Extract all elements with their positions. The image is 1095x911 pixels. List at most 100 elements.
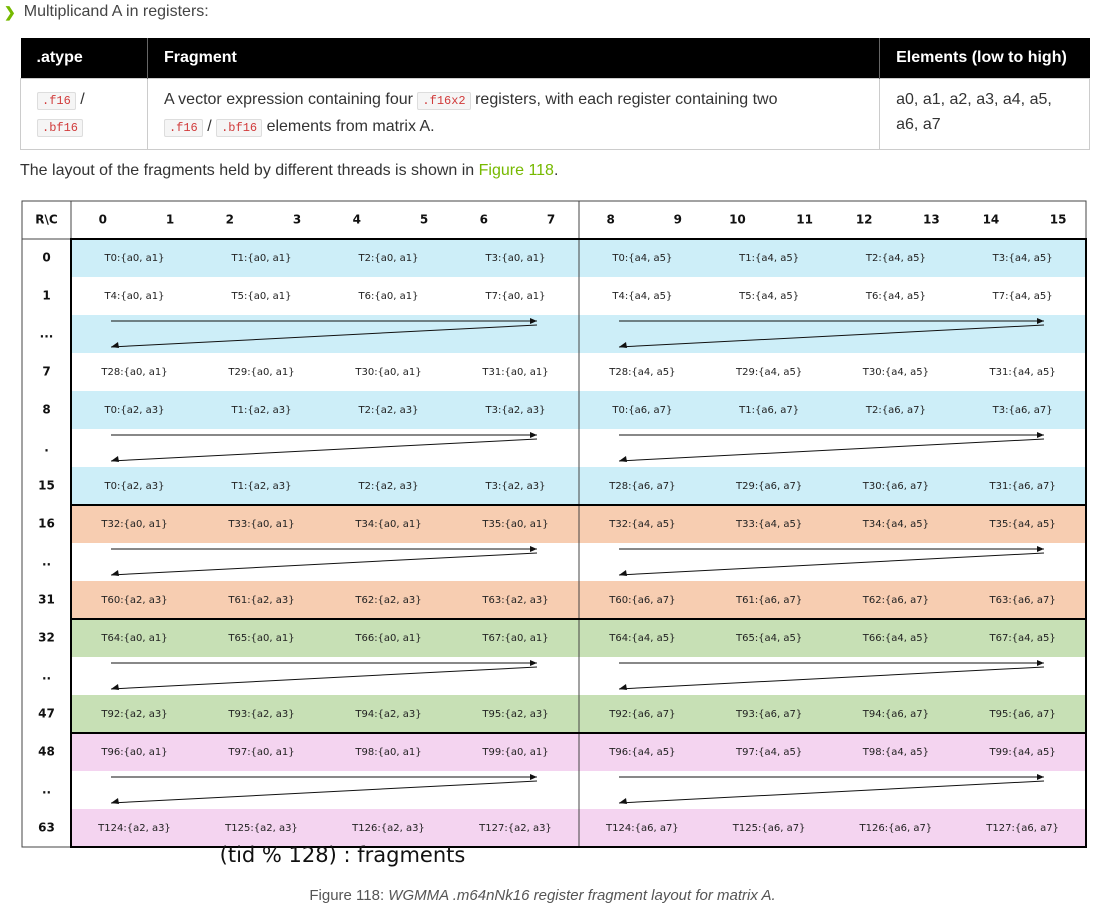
fragment-cell: T124:{a6, a7} <box>605 823 679 834</box>
fragment-cell: T29:{a0, a1} <box>227 367 294 378</box>
fragment-cell: T99:{a4, a5} <box>988 747 1055 758</box>
row-label: 15 <box>38 479 55 493</box>
arrow-head <box>111 798 119 804</box>
column-label: 12 <box>856 213 873 227</box>
row-label: 48 <box>38 745 55 759</box>
row-label: 8 <box>42 403 50 417</box>
separator: / <box>80 91 85 108</box>
column-label: 2 <box>226 213 234 227</box>
arrow-head <box>530 774 537 780</box>
fragment-cell: T28:{a6, a7} <box>608 481 675 492</box>
fragment-cell: T5:{a0, a1} <box>231 291 292 302</box>
column-label: 8 <box>607 213 615 227</box>
intro-line[interactable]: ❯ Multiplicand A in registers: <box>4 3 209 21</box>
row-label: .. <box>42 555 51 569</box>
separator: / <box>207 118 212 135</box>
fragment-cell: T93:{a2, a3} <box>227 709 294 720</box>
fragment-cell: T2:{a2, a3} <box>358 481 419 492</box>
fragment-cell: T33:{a0, a1} <box>227 519 294 530</box>
code-f16: .f16 <box>37 92 76 110</box>
fragment-cell: T35:{a0, a1} <box>481 519 548 530</box>
figure-caption-prefix: Figure 118: <box>309 887 385 904</box>
code-f16x2: .f16x2 <box>417 92 471 110</box>
row-label: 63 <box>38 821 55 835</box>
fragment-cell: T33:{a4, a5} <box>735 519 802 530</box>
column-label: 4 <box>353 213 361 227</box>
column-label: 14 <box>983 213 1000 227</box>
fragment-cell: T1:{a2, a3} <box>231 405 292 416</box>
fragment-cell: T61:{a2, a3} <box>227 595 294 606</box>
arrow-head <box>1037 774 1044 780</box>
arrow-head <box>1037 660 1044 666</box>
fragment-cell: T96:{a0, a1} <box>100 747 167 758</box>
fragment-cell: T94:{a2, a3} <box>354 709 421 720</box>
header-atype: .atype <box>20 38 148 79</box>
fragment-cell: T125:{a2, a3} <box>224 823 298 834</box>
column-label: 11 <box>796 213 813 227</box>
row-label: 31 <box>38 593 55 607</box>
chevron-right-icon[interactable]: ❯ <box>4 3 16 20</box>
fragment-cell: T2:{a0, a1} <box>358 253 419 264</box>
figure-link[interactable]: Figure 118 <box>478 162 554 179</box>
fragment-cell: T125:{a6, a7} <box>732 823 806 834</box>
row-label: .. <box>42 669 51 683</box>
arrow-head <box>530 432 537 438</box>
fragment-cell: T6:{a0, a1} <box>358 291 419 302</box>
fragment-cell: T3:{a4, a5} <box>992 253 1053 264</box>
fragment-cell: T29:{a4, a5} <box>735 367 802 378</box>
arrow-line <box>618 438 1045 462</box>
fragment-cell: T67:{a0, a1} <box>481 633 548 644</box>
arrow-line <box>110 324 538 348</box>
fragment-cell: T3:{a2, a3} <box>485 405 546 416</box>
fragment-cell: T34:{a4, a5} <box>862 519 929 530</box>
fragment-text-3: elements from matrix A. <box>266 118 435 135</box>
fragment-cell: T97:{a4, a5} <box>735 747 802 758</box>
fragment-cell: T35:{a4, a5} <box>988 519 1055 530</box>
arrow-head <box>111 684 119 690</box>
fragment-cell: T2:{a4, a5} <box>865 253 926 264</box>
arrow-line <box>618 552 1045 576</box>
fragment-cell: T65:{a4, a5} <box>735 633 802 644</box>
fragment-cell: T95:{a6, a7} <box>988 709 1055 720</box>
fragment-cell: T64:{a0, a1} <box>100 633 167 644</box>
fragment-cell: T7:{a4, a5} <box>992 291 1053 302</box>
fragment-text-2: registers, with each register containing… <box>475 91 778 108</box>
column-label: 6 <box>480 213 488 227</box>
column-label: 3 <box>293 213 301 227</box>
fragment-cell: T97:{a0, a1} <box>227 747 294 758</box>
fragment-cell: T0:{a2, a3} <box>104 481 165 492</box>
fragment-cell: T0:{a6, a7} <box>611 405 672 416</box>
fragment-cell: T127:{a6, a7} <box>985 823 1059 834</box>
column-label: 13 <box>923 213 940 227</box>
column-label: 9 <box>674 213 682 227</box>
arrow-head <box>1037 318 1044 324</box>
fragment-cell: T94:{a6, a7} <box>862 709 929 720</box>
intro-text: Multiplicand A in registers: <box>23 3 209 20</box>
fragment-cell: T3:{a2, a3} <box>485 481 546 492</box>
fragment-cell: T60:{a2, a3} <box>100 595 167 606</box>
fragment-cell: A vector expression containing four .f16… <box>146 78 881 150</box>
column-label: 15 <box>1050 213 1067 227</box>
header-elements: Elements (low to high) <box>879 38 1090 79</box>
fragment-cell: T65:{a0, a1} <box>227 633 294 644</box>
warp-group-box <box>70 732 1087 848</box>
arrow-head <box>530 318 537 324</box>
fragment-cell: T0:{a0, a1} <box>104 253 165 264</box>
fragment-cell: T98:{a4, a5} <box>862 747 929 758</box>
arrow-head <box>619 570 627 576</box>
fragment-cell: T32:{a4, a5} <box>608 519 675 530</box>
fragment-cell: T93:{a6, a7} <box>735 709 802 720</box>
fragment-cell: T7:{a0, a1} <box>485 291 546 302</box>
figure-caption-title: WGMMA .m64nNk16 register fragment layout… <box>388 887 776 904</box>
fragment-cell: T62:{a6, a7} <box>862 595 929 606</box>
fragment-cell: T3:{a0, a1} <box>485 253 546 264</box>
fragment-cell: T63:{a6, a7} <box>988 595 1055 606</box>
fragment-cell: T95:{a2, a3} <box>481 709 548 720</box>
fragment-cell: T31:{a6, a7} <box>988 481 1055 492</box>
fragment-cell: T98:{a0, a1} <box>354 747 421 758</box>
fragment-cell: T0:{a4, a5} <box>611 253 672 264</box>
fragment-cell: T0:{a2, a3} <box>104 405 165 416</box>
column-label: 0 <box>99 213 107 227</box>
tid-label: (tid % 128) : fragments <box>219 843 466 867</box>
